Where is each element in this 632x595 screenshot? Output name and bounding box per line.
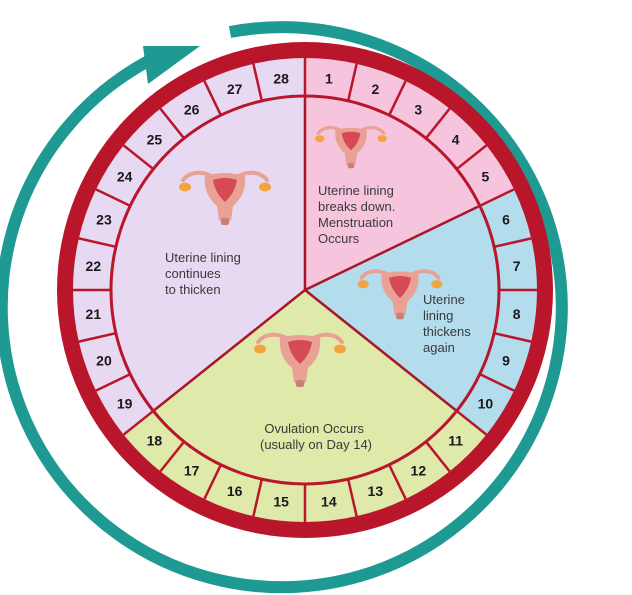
day-divider [455, 144, 488, 171]
day-segment [305, 479, 357, 522]
day-divider [424, 440, 451, 473]
day-divider [159, 107, 186, 140]
phase-label-ovulation: Ovulation Occurs (usually on Day 14) [260, 421, 372, 452]
day-segment [479, 189, 532, 247]
day-divider [388, 464, 407, 500]
day-divider [493, 331, 532, 343]
day-label: 7 [513, 258, 521, 274]
day-divider [252, 63, 264, 102]
day-divider [346, 478, 358, 517]
cycle-arrow [0, 21, 568, 594]
day-segment [160, 80, 221, 139]
day-label: 4 [452, 131, 460, 147]
day-label: 12 [411, 462, 427, 478]
day-labels: 1234567891011121314151617181920212223242… [86, 70, 521, 509]
day-dividers [73, 58, 537, 522]
day-divider [479, 373, 515, 392]
day-segment [389, 441, 450, 500]
day-segment [456, 374, 515, 435]
cycle-wheel: 1234567891011121314151617181920212223242… [57, 42, 553, 538]
day-label: 11 [448, 433, 463, 449]
day-divider [493, 237, 532, 249]
day-label: 21 [86, 306, 102, 322]
day-segment [204, 464, 262, 517]
phase-dividers [153, 97, 479, 411]
phase-label-menstruation: Uterine lining breaks down. Menstruation… [318, 183, 399, 246]
day-label: 5 [481, 169, 489, 185]
day-segment [95, 374, 154, 435]
day-label: 13 [368, 483, 384, 499]
day-segment [204, 63, 262, 116]
day-divider [346, 63, 358, 102]
day-divider [252, 478, 264, 517]
day-label: 16 [227, 483, 243, 499]
phase-label-continues: Uterine lining continues to thicken [165, 250, 245, 297]
day-label: 15 [273, 494, 289, 510]
day-label: 17 [184, 462, 200, 478]
day-segment [348, 464, 406, 517]
day-divider [159, 440, 186, 473]
day-label: 25 [147, 131, 163, 147]
day-label: 10 [478, 395, 494, 411]
day-divider [203, 464, 222, 500]
day-label: 24 [117, 169, 133, 185]
cycle-arrow-line [0, 21, 568, 594]
day-label: 8 [513, 306, 521, 322]
day-divider [455, 409, 488, 436]
day-label: 20 [96, 352, 112, 368]
day-segment [253, 479, 305, 522]
day-label: 14 [321, 494, 337, 510]
cycle-arrow-head [143, 46, 200, 84]
day-divider [122, 144, 155, 171]
day-segment [305, 58, 357, 101]
phase-divider [304, 289, 457, 411]
day-segment [494, 238, 537, 290]
day-segment [78, 189, 131, 247]
phase-divider [153, 289, 306, 411]
day-segment [425, 108, 487, 170]
day-label: 6 [502, 212, 510, 228]
day-segment [348, 63, 406, 116]
day-segment [73, 238, 116, 290]
day-label: 19 [117, 395, 133, 411]
phase-label-thickens-again: Uterine lining thickens again [423, 292, 474, 355]
day-segment [160, 441, 221, 500]
day-divider [95, 373, 131, 392]
day-segment [95, 145, 154, 206]
day-divider [95, 188, 131, 207]
day-divider [78, 331, 117, 343]
phase-sector-continues [112, 97, 305, 411]
day-label: 9 [502, 352, 510, 368]
day-segment [389, 80, 450, 139]
day-label: 22 [86, 258, 102, 274]
day-label: 28 [273, 70, 289, 86]
day-label: 2 [371, 81, 379, 97]
day-label: 3 [414, 102, 422, 118]
phase-divider [304, 205, 479, 292]
day-segment [123, 108, 185, 170]
day-label: 23 [96, 212, 112, 228]
day-divider [388, 80, 407, 116]
day-segments [73, 58, 537, 522]
day-segment [494, 290, 537, 342]
day-divider [122, 409, 155, 436]
day-divider [424, 107, 451, 140]
day-divider [479, 188, 515, 207]
day-label: 18 [147, 433, 163, 449]
day-segment [479, 333, 532, 391]
phase-sector-ovulation [154, 290, 456, 483]
day-label: 27 [227, 81, 243, 97]
day-segment [73, 290, 116, 342]
day-segment [78, 333, 131, 391]
day-segment [253, 58, 305, 101]
day-divider [78, 237, 117, 249]
day-segment [456, 145, 515, 206]
day-segment [123, 410, 185, 472]
day-segment [425, 410, 487, 472]
day-label: 26 [184, 102, 200, 118]
day-divider [203, 80, 222, 116]
day-label: 1 [325, 70, 333, 86]
